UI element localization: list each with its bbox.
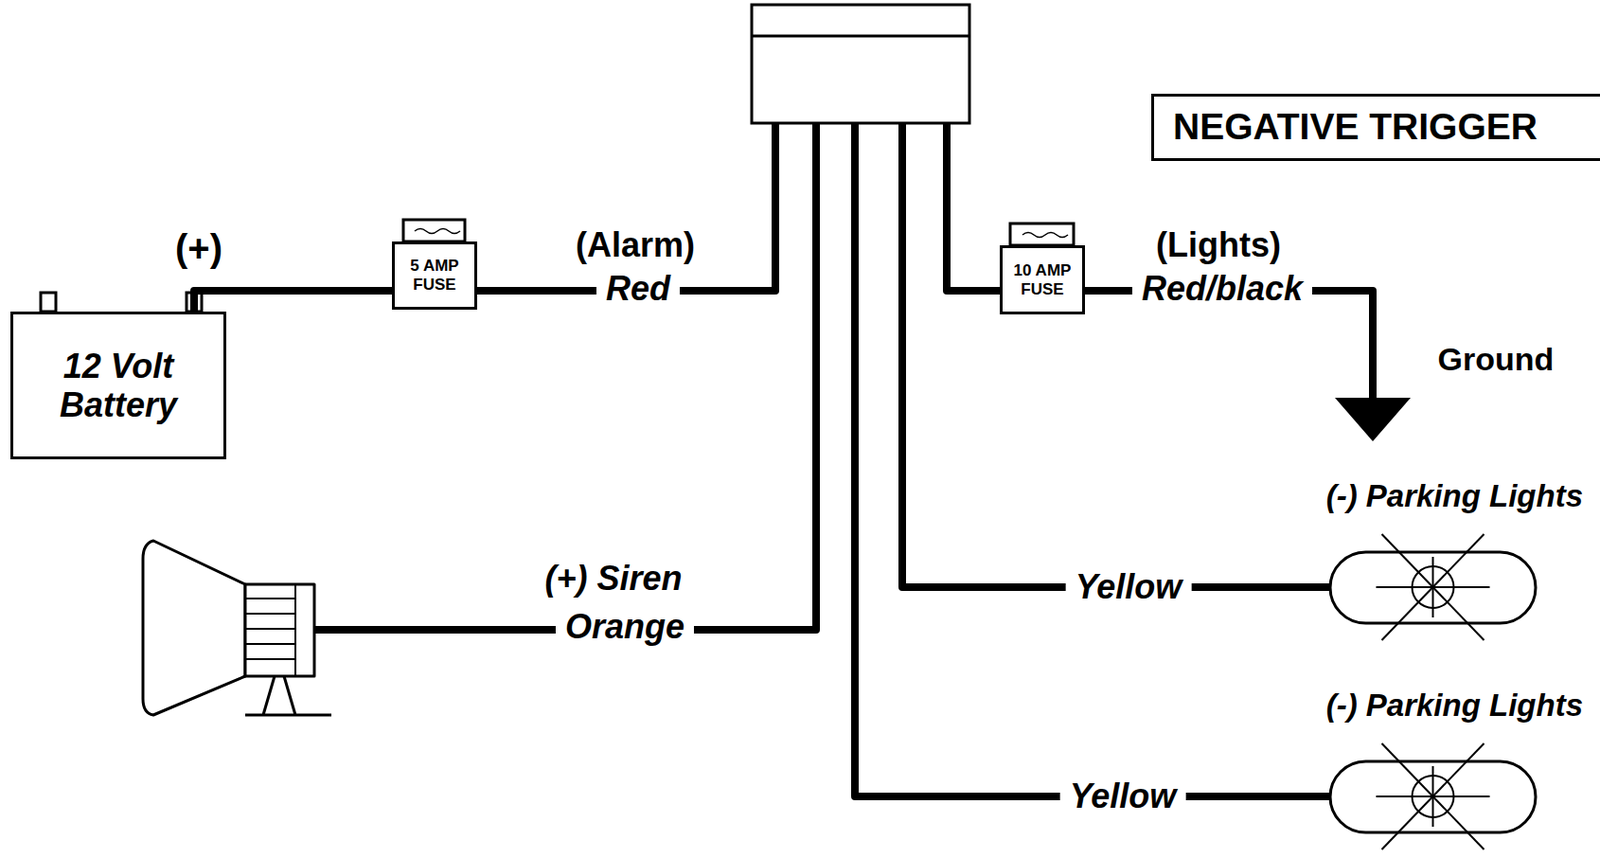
- alarm-module: [751, 4, 970, 124]
- light-heading: (-) Parking Lights: [1326, 478, 1583, 515]
- siren-stand: [245, 675, 332, 715]
- light-ray: [1382, 743, 1485, 850]
- siren-wire: [314, 123, 817, 630]
- fuse-text: 5 AMP FUSE: [400, 256, 469, 294]
- siren-horn: [142, 540, 246, 715]
- fuse-10-amp: 10 AMP FUSE: [999, 245, 1085, 315]
- light-ray: [1382, 533, 1485, 640]
- wire-color: Red: [596, 269, 680, 308]
- banner-text: NEGATIVE TRIGGER: [1173, 106, 1538, 149]
- siren-body: [245, 584, 315, 676]
- light-ray: [1382, 533, 1485, 640]
- light-wire: [902, 123, 1331, 587]
- fuse-symbol: [414, 229, 461, 234]
- polarity-mark: (+): [165, 227, 232, 269]
- battery-terminal: [40, 292, 56, 312]
- wire-color: Orange: [555, 607, 694, 646]
- wire-color: Yellow: [1060, 777, 1187, 816]
- trigger-mode-banner: NEGATIVE TRIGGER: [1151, 93, 1600, 161]
- parking-light: (-) Parking Lights: [1259, 478, 1587, 630]
- module-lid-line: [751, 35, 970, 38]
- lamp-bulb: [1412, 775, 1455, 818]
- battery-box: 12 Volt Battery: [10, 311, 227, 460]
- ground-label: Ground: [1428, 341, 1565, 377]
- wire-color: Red/black: [1132, 269, 1313, 308]
- fuse-5-amp: 5 AMP FUSE: [391, 241, 478, 310]
- light-wire: [854, 123, 1331, 797]
- battery-text: 12 Volt Battery: [37, 346, 199, 426]
- fuse-symbol: [1022, 232, 1068, 238]
- parking-light: (-) Parking Lights: [1259, 687, 1587, 839]
- wire-function: (Lights): [1146, 226, 1291, 265]
- alarm-power-wire: [476, 123, 776, 291]
- fuse-text: 10 AMP FUSE: [1008, 261, 1077, 299]
- wire-function: (+) Siren: [534, 559, 692, 598]
- lights-fuse-wire: [946, 123, 1000, 291]
- lamp-bulb: [1412, 566, 1455, 608]
- ground-arrow: [1334, 397, 1411, 442]
- light-heading: (-) Parking Lights: [1326, 687, 1583, 724]
- power-wire: [194, 290, 392, 312]
- light-ray: [1382, 743, 1485, 850]
- wire-function: (Alarm): [566, 226, 705, 265]
- wire-color: Yellow: [1066, 568, 1192, 606]
- fuse-tab: [403, 219, 465, 242]
- siren-grille: [245, 584, 296, 676]
- fuse-tab: [1010, 223, 1074, 246]
